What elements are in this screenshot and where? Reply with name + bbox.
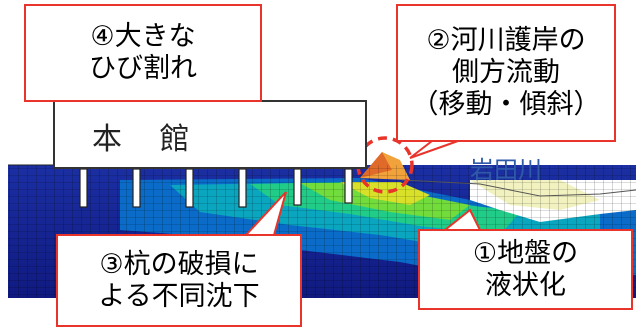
- river-label: 岩田川: [470, 156, 542, 184]
- riverbank-highlight: [356, 136, 414, 194]
- callout-pile-text: ③杭の破損に よる不同沈下: [98, 248, 260, 312]
- pile: [79, 168, 88, 208]
- callout-crack: ④大きな ひび割れ: [24, 4, 262, 102]
- callout-riverbank-text: ②河川護岸の 側方流動 （移動・傾斜）: [411, 25, 601, 120]
- pile: [238, 168, 247, 208]
- pile: [293, 168, 302, 206]
- piles: [79, 168, 353, 208]
- pile: [132, 168, 141, 208]
- pile: [185, 168, 194, 208]
- callout-riverbank-flow: ②河川護岸の 側方流動 （移動・傾斜）: [396, 4, 616, 142]
- building-label: 本 館: [92, 122, 204, 157]
- callout-pile-damage: ③杭の破損に よる不同沈下: [56, 234, 302, 327]
- callout-crack-text: ④大きな ひび割れ: [89, 21, 197, 84]
- callout-liquefaction-text: ①地盤の 液状化: [472, 237, 579, 301]
- callout-liquefaction: ①地盤の 液状化: [418, 229, 633, 310]
- pile: [344, 168, 353, 204]
